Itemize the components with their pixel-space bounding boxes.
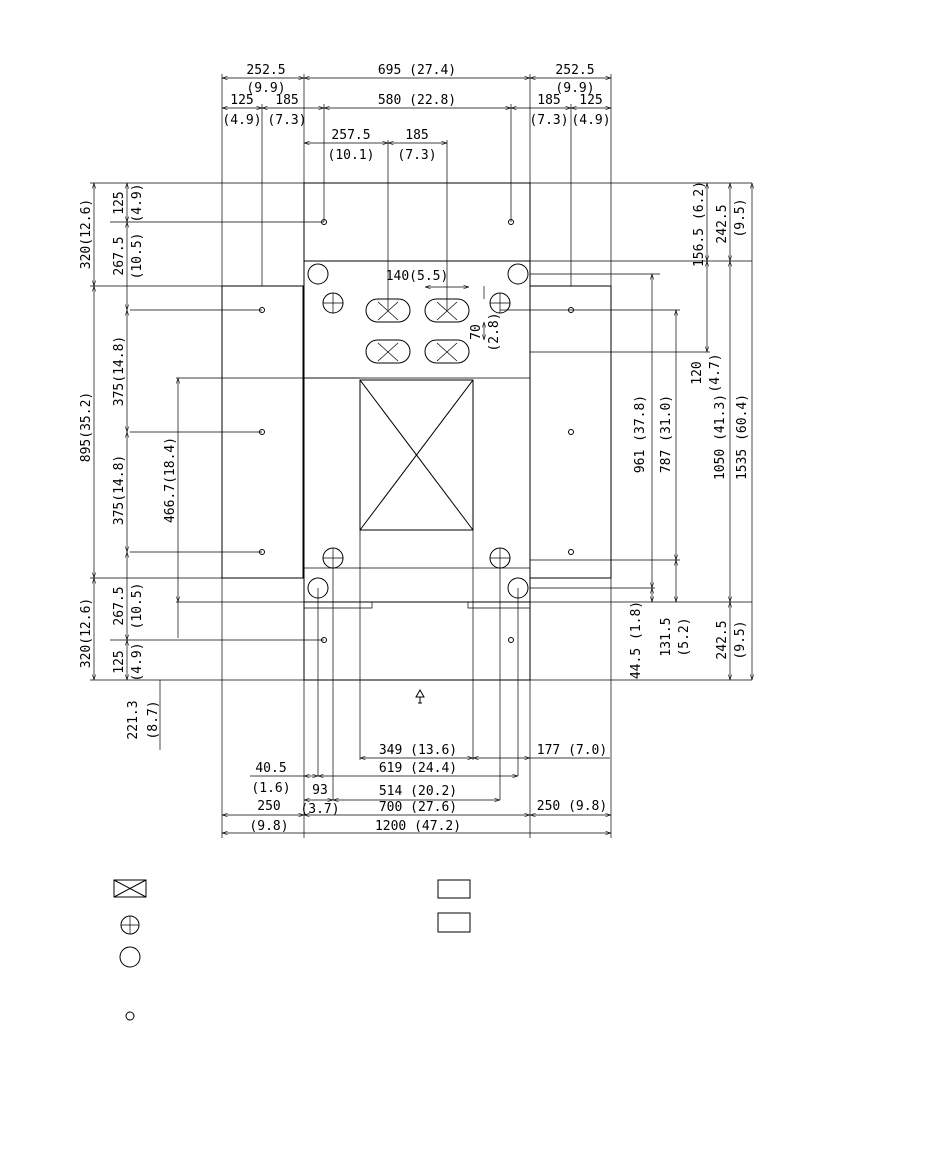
dim-bottom-d2: 177 (7.0) — [537, 743, 607, 758]
dim-top-s1: 125 — [230, 93, 253, 108]
dim-top-s7-in: (7.3) — [397, 148, 436, 163]
dim-top-s2-in: (7.3) — [267, 113, 306, 128]
dim-left-a11: 221.3 — [126, 700, 141, 739]
machine-body — [303, 260, 531, 603]
dim-left-a2: 125 — [112, 191, 127, 214]
dim-left-a2-in: (4.9) — [130, 183, 145, 222]
dim-right-b10-in: (9.5) — [733, 620, 748, 659]
dim-top-w3-in: (9.9) — [555, 81, 594, 96]
dim-right-b5: 787 (31.0) — [659, 395, 674, 473]
dim-top-s4-in: (7.3) — [529, 113, 568, 128]
dim-right-b4: 961 (37.8) — [633, 395, 648, 473]
dim-bottom-d9: 250 (9.8) — [537, 799, 607, 814]
dim-top-w1-in: (9.9) — [246, 81, 285, 96]
dim-right-b10: 242.5 — [715, 620, 730, 659]
dim-left-a4: 375(14.8) — [112, 336, 127, 406]
dim-top-s3: 580 (22.8) — [378, 93, 456, 108]
dim-bottom-d7: 250 — [257, 799, 280, 814]
dim-left-a11-in: (8.7) — [146, 700, 161, 739]
dim-left-a3-in: (10.5) — [130, 233, 145, 280]
dim-left-a8: 320(12.6) — [79, 598, 94, 668]
right-service-area — [529, 285, 612, 579]
front-arrow-icon — [415, 688, 425, 704]
dim-top-s2: 185 — [275, 93, 298, 108]
dim-bottom-d10: 1200 (47.2) — [375, 819, 461, 834]
legend-cross-box-icon — [113, 879, 147, 898]
dim-bottom-d7-in: (9.8) — [249, 819, 288, 834]
dimension-labels: 252.5 (9.9) 695 (27.4) 252.5 (9.9) 125 (… — [79, 63, 750, 834]
dim-top-s5-in: (4.9) — [571, 113, 610, 128]
dim-bottom-d5-in: (3.7) — [300, 802, 339, 817]
dim-inner-c2: 70 — [469, 324, 484, 340]
dim-top-w3: 252.5 — [555, 63, 594, 78]
dim-right-b7: 1535 (60.4) — [735, 394, 750, 480]
legend-diagonal-hatch-icon — [437, 879, 471, 899]
dim-bottom-d6: 514 (20.2) — [379, 784, 457, 799]
dim-top-s1-in: (4.9) — [222, 113, 261, 128]
dim-left-a10: 125 — [112, 650, 127, 673]
dim-bottom-d1: 349 (13.6) — [379, 743, 457, 758]
dim-top-s6: 257.5 — [331, 128, 370, 143]
legend-crossed-circle-icon — [120, 915, 140, 935]
dim-left-a6: 375(14.8) — [112, 455, 127, 525]
legend — [113, 879, 471, 1021]
dim-left-a7: 466.7(18.4) — [163, 437, 178, 523]
dim-bottom-d3: 40.5 — [255, 761, 286, 776]
dim-bottom-d3-in: (1.6) — [251, 781, 290, 796]
dim-right-b2-in: (9.5) — [733, 198, 748, 237]
legend-small-circle-icon — [125, 1011, 135, 1021]
dim-bottom-d8: 700 (27.6) — [379, 800, 457, 815]
dim-left-a9-in: (10.5) — [130, 583, 145, 630]
dim-top-s4: 185 — [537, 93, 560, 108]
dim-top-w2: 695 (27.4) — [378, 63, 456, 78]
dim-right-b3-in: (4.7) — [708, 353, 723, 392]
legend-circle-icon — [119, 946, 141, 968]
dim-right-b9-in: (5.2) — [677, 617, 692, 656]
dim-right-b9: 131.5 — [659, 617, 674, 656]
dim-right-b2: 242.5 — [715, 204, 730, 243]
top-service-area — [303, 182, 531, 262]
anchor-slots — [365, 298, 470, 364]
dim-right-b1: 156.5 (6.2) — [692, 181, 707, 267]
dim-left-a10-in: (4.9) — [130, 642, 145, 681]
front-service-area — [303, 601, 531, 681]
dim-bottom-d5: 93 — [312, 783, 328, 798]
dim-left-a3: 267.5 — [112, 236, 127, 275]
legend-crosshatch-icon — [437, 912, 471, 933]
anchor-bolt-holes — [322, 292, 511, 569]
dim-inner-c2-in: (2.8) — [487, 312, 502, 351]
dim-right-b3: 120 — [690, 361, 705, 384]
floor-opening — [359, 379, 474, 531]
dim-right-b8: 44.5 (1.8) — [629, 601, 644, 679]
dim-left-a1: 320(12.6) — [79, 199, 94, 269]
dimension-lines — [94, 78, 752, 833]
machine-outline — [221, 182, 612, 704]
dim-right-b6: 1050 (41.3) — [713, 394, 728, 480]
dim-bottom-d4: 619 (24.4) — [379, 761, 457, 776]
dim-top-s6-in: (10.1) — [328, 148, 375, 163]
dim-top-w1: 252.5 — [246, 63, 285, 78]
dim-left-a5: 895(35.2) — [79, 392, 94, 462]
dim-top-s5: 125 — [579, 93, 602, 108]
dim-left-a9: 267.5 — [112, 586, 127, 625]
extension-lines — [90, 74, 752, 838]
dim-inner-c1: 140(5.5) — [386, 269, 449, 284]
dim-top-s7: 185 — [405, 128, 428, 143]
